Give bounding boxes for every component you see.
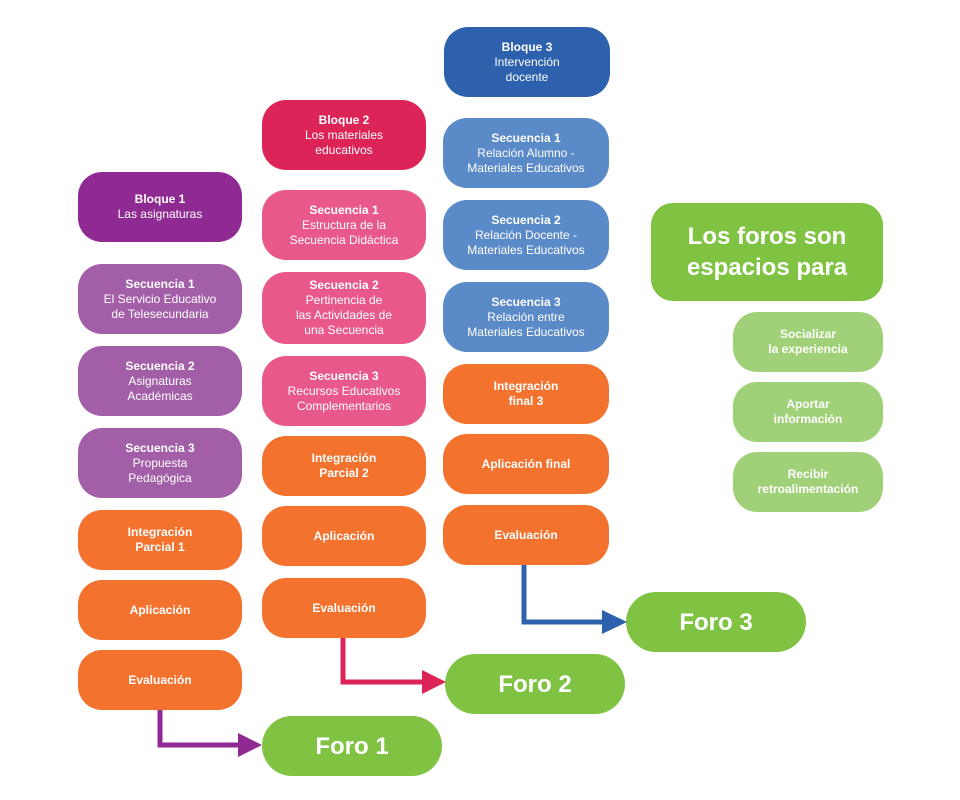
c2-secuencia-2-subtitle: Pertinencia de las Actividades de una Se… — [295, 293, 393, 337]
arrow-to-foro-2 — [340, 638, 424, 685]
c2-secuencia-2-title: Secuencia 2 — [309, 278, 379, 292]
c1-aplicacion-node: Aplicación — [78, 580, 242, 640]
c2-integracion-label: Integración Parcial 2 — [311, 451, 377, 480]
c3-aplicacion-label: Aplicación final — [481, 456, 571, 471]
foro-2-node: Foro 2 — [445, 654, 625, 714]
c2-secuencia-3-title: Secuencia 3 — [309, 368, 379, 383]
arrow-to-foro-3 — [521, 565, 604, 625]
c1-secuencia-1-title: Secuencia 1 — [125, 276, 195, 291]
c2-secuencia-2-node: Secuencia 2 Pertinencia de las Actividad… — [262, 272, 426, 344]
purpose-item-aportar: Aportar información — [733, 382, 883, 442]
bloque-2-node: Bloque 2 Los materiales educativos — [262, 100, 426, 170]
arrow-head-foro-1 — [238, 733, 262, 757]
c1-evaluacion-label: Evaluación — [128, 672, 192, 687]
c2-aplicacion-label: Aplicación — [313, 528, 375, 543]
c1-secuencia-3-subtitle: Propuesta Pedagógica — [128, 455, 192, 485]
bloque-1-node: Bloque 1 Las asignaturas — [78, 172, 242, 242]
c1-secuencia-2-node: Secuencia 2 Asignaturas Académicas — [78, 346, 242, 416]
c3-secuencia-3-title: Secuencia 3 — [491, 294, 561, 309]
c3-integracion-node: Integración final 3 — [443, 364, 609, 424]
c3-secuencia-2-subtitle: Relación Docente - Materiales Educativos — [467, 227, 585, 257]
arrow-to-foro-1 — [157, 710, 240, 748]
arrow-head-foro-3 — [602, 610, 627, 634]
c2-secuencia-1-title: Secuencia 1 — [309, 202, 379, 217]
c3-secuencia-3-subtitle: Relación entre Materiales Educativos — [467, 309, 585, 339]
c2-evaluacion-node: Evaluación — [262, 578, 426, 638]
c1-secuencia-2-title: Secuencia 2 — [125, 358, 195, 373]
bloque-1-title: Bloque 1 — [134, 192, 186, 206]
c1-secuencia-1-subtitle: El Servicio Educativo de Telesecundaria — [103, 291, 217, 321]
purpose-item-socializar: Socializar la experiencia — [733, 312, 883, 372]
foro-1-node: Foro 1 — [262, 716, 442, 776]
c3-evaluacion-label: Evaluación — [494, 527, 558, 542]
bloque-1-subtitle: Las asignaturas — [117, 207, 203, 221]
c3-secuencia-1-node: Secuencia 1 Relación Alumno - Materiales… — [443, 118, 609, 188]
bloque-3-title: Bloque 3 — [501, 39, 553, 54]
bloque-3-node: Bloque 3 Intervención docente — [444, 27, 610, 97]
c1-secuencia-3-title: Secuencia 3 — [125, 440, 195, 455]
c1-secuencia-2-subtitle: Asignaturas Académicas — [127, 373, 193, 403]
c2-secuencia-3-node: Secuencia 3 Recursos Educativos Compleme… — [262, 356, 426, 426]
foro-3-node: Foro 3 — [626, 592, 806, 652]
purpose-item-recibir: Recibir retroalimentación — [733, 452, 883, 512]
bloque-2-subtitle: Los materiales educativos — [304, 127, 384, 157]
bloque-3-subtitle: Intervención docente — [494, 54, 560, 84]
c2-secuencia-1-subtitle: Estructura de la Secuencia Didáctica — [289, 217, 399, 247]
arrow-head-foro-2 — [422, 670, 446, 694]
c1-integracion-node: Integración Parcial 1 — [78, 510, 242, 570]
c1-secuencia-1-node: Secuencia 1 El Servicio Educativo de Tel… — [78, 264, 242, 334]
c3-secuencia-2-title: Secuencia 2 — [491, 212, 561, 227]
c3-secuencia-3-node: Secuencia 3 Relación entre Materiales Ed… — [443, 282, 609, 352]
c3-evaluacion-node: Evaluación — [443, 505, 609, 565]
foros-panel-title: Los foros son espacios para — [651, 203, 883, 301]
c2-secuencia-1-node: Secuencia 1 Estructura de la Secuencia D… — [262, 190, 426, 260]
c3-secuencia-2-node: Secuencia 2 Relación Docente - Materiale… — [443, 200, 609, 270]
c1-integracion-label: Integración Parcial 1 — [127, 525, 193, 554]
c3-aplicacion-node: Aplicación final — [443, 434, 609, 494]
c1-aplicacion-label: Aplicación — [129, 602, 191, 617]
c1-secuencia-3-node: Secuencia 3 Propuesta Pedagógica — [78, 428, 242, 498]
bloque-2-title: Bloque 2 — [318, 112, 370, 127]
c2-integracion-node: Integración Parcial 2 — [262, 436, 426, 496]
c2-evaluacion-label: Evaluación — [312, 600, 376, 615]
c2-secuencia-3-subtitle: Recursos Educativos Complementarios — [287, 383, 401, 413]
c3-secuencia-1-subtitle: Relación Alumno - Materiales Educativos — [467, 145, 585, 175]
c1-evaluacion-node: Evaluación — [78, 650, 242, 710]
c2-aplicacion-node: Aplicación — [262, 506, 426, 566]
c3-secuencia-1-title: Secuencia 1 — [491, 130, 561, 145]
c3-integracion-label: Integración final 3 — [493, 379, 559, 408]
